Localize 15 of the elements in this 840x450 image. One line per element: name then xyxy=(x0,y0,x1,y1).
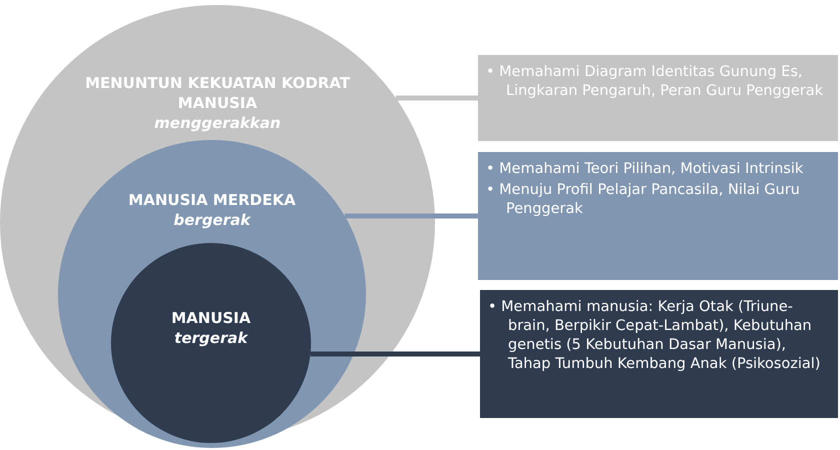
bullet-text: • Memahami manusia: Kerja Otak (Triune-brain, Berpikir Cepat-Lambat), Kebutuhan genetis (5 Kebutuhan Dasar Manusia), Tahap Tumbuh Kembang Anak (Psikosozial) xyxy=(488,298,822,374)
text-box xyxy=(478,152,838,280)
bullet-text: • Memahami Teori Pilihan, Motivasi Intrinsik xyxy=(486,160,804,179)
connector-line xyxy=(396,96,478,100)
text-box xyxy=(480,290,838,418)
bullet-text: • Menuju Profil Pelajar Pancasila, Nilai Guru Penggerak xyxy=(486,181,801,219)
circle-subtitle: bergerak xyxy=(172,210,252,230)
connector-line xyxy=(344,214,478,218)
circle-subtitle: tergerak xyxy=(173,328,250,348)
text-box xyxy=(478,55,838,141)
connector-line xyxy=(310,352,480,356)
circle-heading: MANUSIA xyxy=(170,308,252,328)
circle-heading: MANUSIA MERDEKA xyxy=(127,190,297,210)
bullet-text: • Memahami Diagram Identitas Gunung Es, Lingkaran Pengaruh, Peran Guru Penggerak xyxy=(486,63,824,101)
circle-subtitle: menggerakkan xyxy=(153,113,282,133)
